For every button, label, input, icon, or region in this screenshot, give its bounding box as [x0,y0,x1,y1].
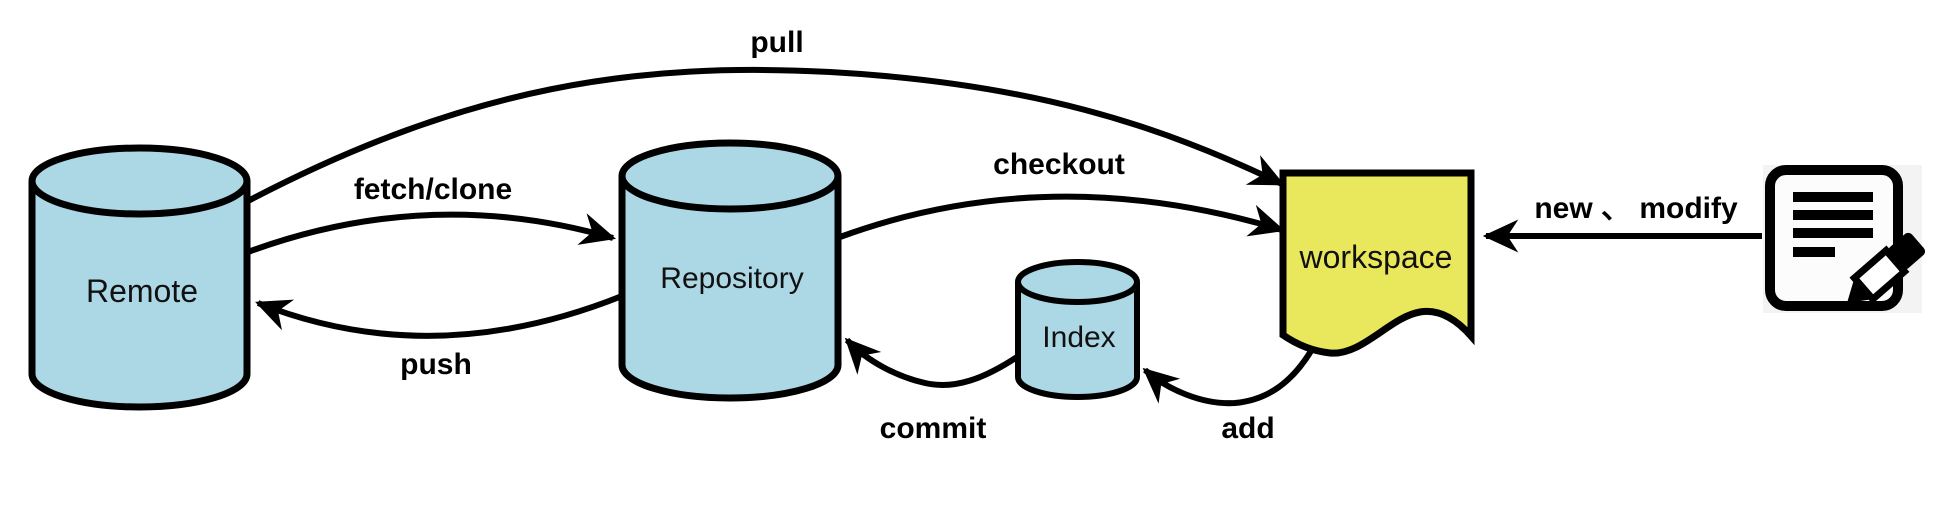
edge-commit [844,337,1019,388]
pencil-icon [1847,232,1926,305]
edge-label-pull: pull [750,26,804,59]
edge-pull [246,66,1285,204]
edge-checkout [838,193,1286,240]
edge-label-push: push [400,348,472,381]
edge-label-checkout: checkout [993,148,1125,181]
document-text-lines [1793,192,1873,257]
edge-label-fetch-clone: fetch/clone [353,173,513,206]
edge-fetch-clone [246,211,617,255]
edge-label-new-modify: new 、 modify [1534,192,1738,225]
edge-push [255,293,624,339]
node-label-remote: Remote [85,273,199,309]
node-index-cylinder [1015,259,1140,400]
edge-label-add: add [1221,412,1275,445]
node-label-repository: Repository [660,262,804,295]
edges [246,66,1762,407]
node-workspace-shape [1279,169,1475,357]
node-repository-cylinder [618,139,842,402]
node-label-workspace: workspace [1299,239,1453,275]
node-label-index: Index [1042,321,1116,354]
edge-add [1142,349,1314,407]
edge-label-commit: commit [879,412,987,445]
document-edit-icon [1763,165,1926,313]
node-remote-cylinder [28,144,251,411]
